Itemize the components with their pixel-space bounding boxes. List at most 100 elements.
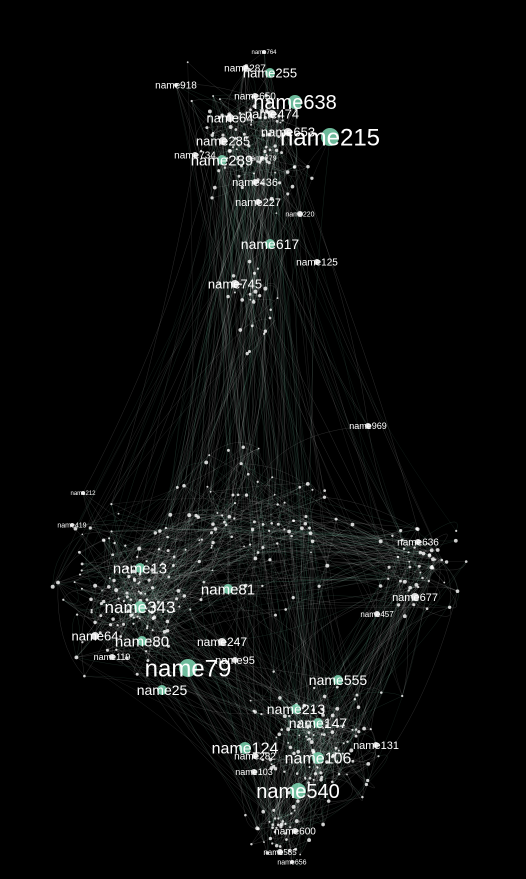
graph-edge [270,597,294,791]
graph-edge [135,617,155,661]
graph-edge [302,707,359,733]
graph-edge [187,667,315,752]
graph-node [125,591,129,595]
graph-edge [263,319,276,334]
graph-edge [116,541,313,591]
graph-edge [258,200,286,525]
graph-node [77,550,81,554]
graph-edge [306,596,416,724]
graph-node [278,845,282,848]
graph-edge [149,483,308,581]
graph-edge [113,607,450,620]
graph-edge [162,295,260,564]
graph-edge [173,487,300,566]
graph-edge [312,687,338,710]
graph-node [321,822,325,827]
graph-edge [327,561,389,580]
graph-edge [420,554,430,579]
graph-node [268,529,271,532]
graph-edge [309,734,322,774]
node-marker [333,675,343,685]
graph-edge [167,524,227,622]
graph-edge [246,137,260,174]
graph-edge [178,546,263,592]
graph-node-name764: name764 [251,50,277,56]
graph-edge [235,121,266,136]
graph-edge [158,549,186,556]
graph-node [277,114,281,118]
graph-edge [271,523,429,544]
graph-edge [100,615,123,637]
graph-node [330,730,335,734]
graph-edge [125,536,232,546]
graph-edge [234,145,246,293]
graph-edge [212,523,279,530]
graph-node [453,538,458,543]
graph-edge [113,580,133,615]
graph-edge [225,138,243,300]
graph-edge [390,556,403,697]
graph-edge [229,110,263,119]
graph-node [245,136,248,139]
graph-edge [111,498,337,520]
graph-node [139,591,143,595]
graph-node [75,613,79,616]
graph-node [340,725,342,727]
graph-node [263,149,267,154]
graph-edge [393,580,409,597]
graph-edge [268,101,418,530]
graph-node [321,713,325,717]
graph-edge [91,590,177,611]
graph-node [238,111,242,115]
node-marker [262,50,266,54]
graph-edge [307,739,346,755]
graph-edge [392,552,421,563]
graph-edge [170,145,239,515]
graph-node [391,534,394,538]
graph-edge [213,132,238,160]
graph-edge [139,618,279,826]
graph-edge [424,540,442,561]
graph-edge [195,515,410,568]
graph-edge [230,176,255,522]
graph-node-name106: name106 [285,751,352,768]
graph-node [74,655,79,660]
graph-node-name677: name677 [392,592,438,604]
graph-edge [273,725,342,811]
graph-node [226,294,230,299]
graph-edge [116,611,128,651]
graph-node [428,553,432,557]
graph-node [277,135,281,139]
graph-node [166,535,169,539]
graph-edge [113,527,310,581]
graph-edge [76,657,291,828]
graph-node [342,742,345,745]
graph-edge [251,790,299,845]
graph-edge [280,131,295,521]
graph-edge [281,567,433,825]
graph-node-name213: name213 [267,701,326,717]
graph-edge [134,563,166,580]
graph-node [270,763,273,766]
graph-edge [252,173,256,757]
graph-node [110,503,113,506]
node-label: name764 [251,50,277,56]
graph-node [271,476,274,479]
node-marker [284,128,292,136]
graph-edge [128,548,145,578]
graph-edge [146,561,200,602]
graph-edge [221,580,401,643]
graph-edge [191,100,271,319]
graph-edge [81,109,251,571]
graph-node [274,789,277,792]
graph-edge [52,117,266,587]
graph-edge [298,751,321,774]
graph-edge [155,532,246,586]
graph-edge [285,729,357,825]
graph-node [292,751,296,756]
graph-node [212,95,215,97]
graph-edge [288,531,324,825]
graph-edge [285,609,314,711]
graph-edge [277,543,333,733]
graph-edge [235,113,247,140]
